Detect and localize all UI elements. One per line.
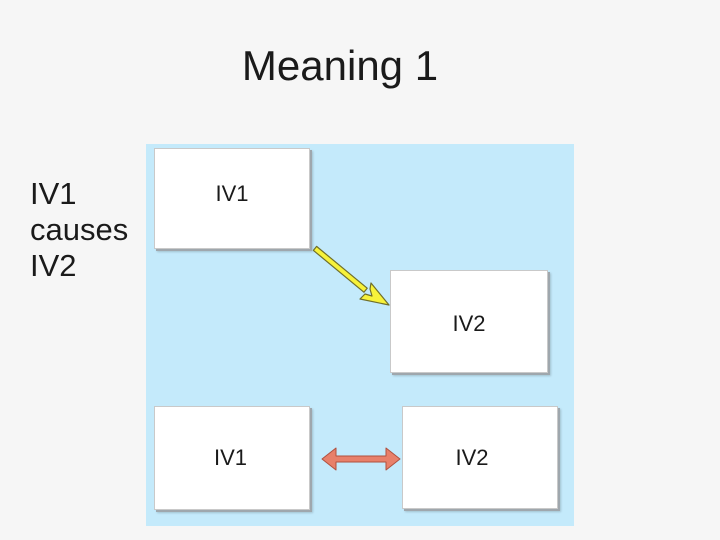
side-caption-line-2: causes	[30, 212, 129, 247]
side-caption-line-3: IV2	[30, 248, 77, 283]
iv2-box-top-label: IV2	[452, 310, 486, 336]
diagram-panel: IV1 IV2 IV1 IV2	[146, 144, 574, 526]
arrows-layer	[312, 245, 401, 471]
iv2-box-top: IV2	[390, 270, 548, 373]
slide-title: Meaning 1	[241, 42, 439, 89]
side-caption: IV1 causes IV2	[30, 176, 150, 284]
iv1-box-bottom: IV1	[154, 406, 310, 510]
iv1-box-top: IV1	[154, 148, 310, 249]
iv2-box-bottom-label: IV2	[455, 444, 489, 470]
bidirectional-arrow	[321, 447, 401, 471]
iv1-box-bottom-label: IV1	[213, 445, 247, 470]
iv1-box-top-label: IV1	[215, 180, 249, 206]
side-caption-line-1: IV1	[30, 176, 77, 211]
iv2-box-bottom: IV2	[402, 406, 558, 509]
causal-arrow	[312, 245, 390, 306]
